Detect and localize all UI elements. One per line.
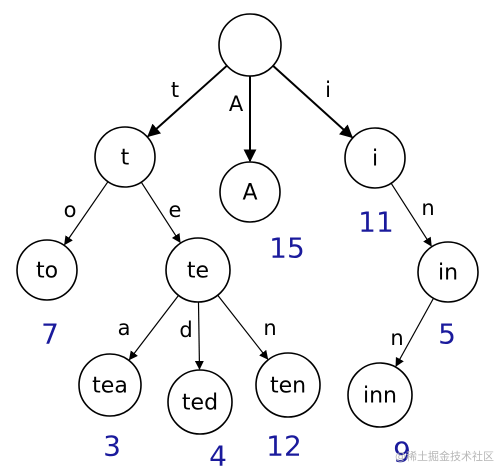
edge-label-te-ted: d <box>179 318 192 342</box>
edge-label-root-A: A <box>229 92 244 116</box>
edge-te-ten <box>217 294 269 360</box>
node-circle-root <box>218 13 282 77</box>
value-label-i: 11 <box>358 206 394 239</box>
edge-te-ted <box>194 301 204 370</box>
trie-node-to: to <box>16 239 78 301</box>
edge-label-root-i: i <box>325 78 331 102</box>
node-label-i: i <box>372 147 378 172</box>
node-circle-inn <box>347 362 413 428</box>
node-circle-A <box>219 161 281 223</box>
edge-label-te-tea: a <box>118 316 131 340</box>
node-label-tea: tea <box>92 374 128 399</box>
value-label-A: 15 <box>269 232 305 265</box>
node-circle-ted <box>167 369 233 435</box>
edge-root-t <box>147 64 228 138</box>
value-label-ted: 4 <box>209 440 227 468</box>
node-circle-ten <box>255 352 321 418</box>
edge-te-tea <box>128 295 180 361</box>
node-circle-i <box>344 127 406 189</box>
node-label-t: t <box>121 146 130 171</box>
node-label-inn: inn <box>363 384 397 409</box>
trie-node-tea: tea <box>78 353 142 417</box>
trie-node-ted: ted <box>167 369 233 435</box>
values-layer: 15 11 7 5 3 4 12 9 <box>41 206 456 468</box>
node-circle-t <box>94 126 156 188</box>
node-label-ten: ten <box>270 374 306 399</box>
node-circle-in <box>417 241 479 303</box>
edge-label-te-ten: n <box>263 316 276 340</box>
trie-node-inn: inn <box>347 362 413 428</box>
node-circle-to <box>16 239 78 301</box>
trie-node-in: in <box>417 241 479 303</box>
edge-t-te <box>140 181 181 244</box>
edge-label-t-to: o <box>64 198 77 222</box>
edge-in-inn <box>395 297 435 367</box>
edge-label-i-in: n <box>421 196 434 220</box>
trie-node-i: i <box>344 127 406 189</box>
edge-label-root-t: t <box>171 78 179 102</box>
node-label-A: A <box>242 181 257 206</box>
value-label-ten: 12 <box>266 430 302 463</box>
value-label-tea: 3 <box>103 430 121 463</box>
node-label-to: to <box>36 259 58 284</box>
node-circle-te <box>165 237 231 303</box>
node-label-ted: ted <box>182 391 218 416</box>
trie-node-te: te <box>165 237 231 303</box>
node-circle-tea <box>78 353 142 417</box>
edge-label-in-inn: n <box>390 326 403 350</box>
trie-node-A: A <box>219 161 281 223</box>
value-label-inn: 9 <box>393 436 411 468</box>
node-label-te: te <box>187 259 209 284</box>
value-label-to: 7 <box>41 318 59 351</box>
edge-t-to <box>64 181 109 246</box>
watermark: @稀土掘金技术社区 <box>395 450 494 463</box>
value-label-in: 5 <box>438 318 456 351</box>
edge-root-i <box>272 65 353 139</box>
trie-node-ten: ten <box>255 352 321 418</box>
trie-node-t: t <box>94 126 156 188</box>
trie-node-root <box>218 13 282 77</box>
node-label-in: in <box>438 261 458 286</box>
edge-i-in <box>390 182 432 247</box>
edge-label-t-te: e <box>169 198 182 222</box>
